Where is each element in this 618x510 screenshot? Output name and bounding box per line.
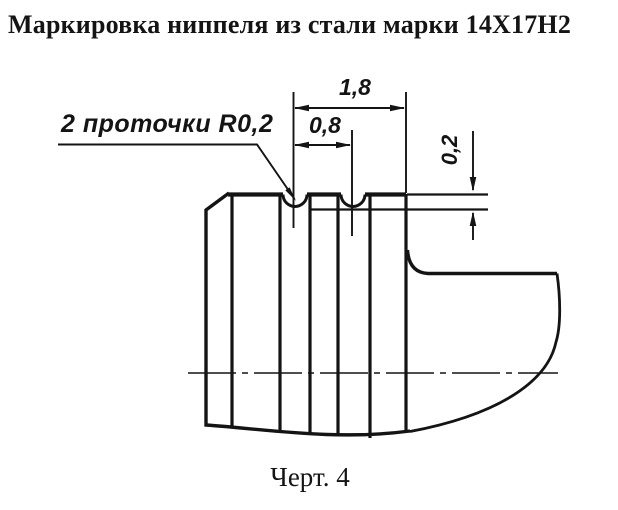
arrowhead-0-2-up: [469, 211, 477, 226]
body-outline-left-and-bottom: [204, 191, 411, 437]
groove-1-arc: [281, 194, 309, 208]
pipe-end-break-line: [409, 273, 562, 433]
leader-note-label: 2 проточки R0,2: [61, 110, 274, 138]
groove-2-arc: [339, 194, 367, 208]
arrowhead-1-8-right: [390, 104, 405, 112]
body-section-lines: [230, 194, 408, 438]
arrowhead-leader: [285, 187, 296, 201]
arrowhead-0-2-down: [469, 177, 477, 192]
dimension-label-1-8: 1,8: [339, 74, 371, 100]
shoulder-fillet-and-pipe-top: [405, 249, 557, 276]
dimension-label-0-2: 0,2: [437, 134, 462, 166]
figure-title: Маркировка ниппеля из стали марки 14Х17Н…: [8, 10, 572, 39]
arrowhead-0-8-left: [294, 141, 309, 149]
arrowhead-1-8-left: [294, 104, 309, 112]
figure-caption: Черт. 4: [270, 462, 350, 492]
leader-line: [58, 143, 296, 200]
dimension-label-0-8: 0,8: [309, 112, 341, 138]
arrowhead-0-8-right: [336, 141, 351, 149]
